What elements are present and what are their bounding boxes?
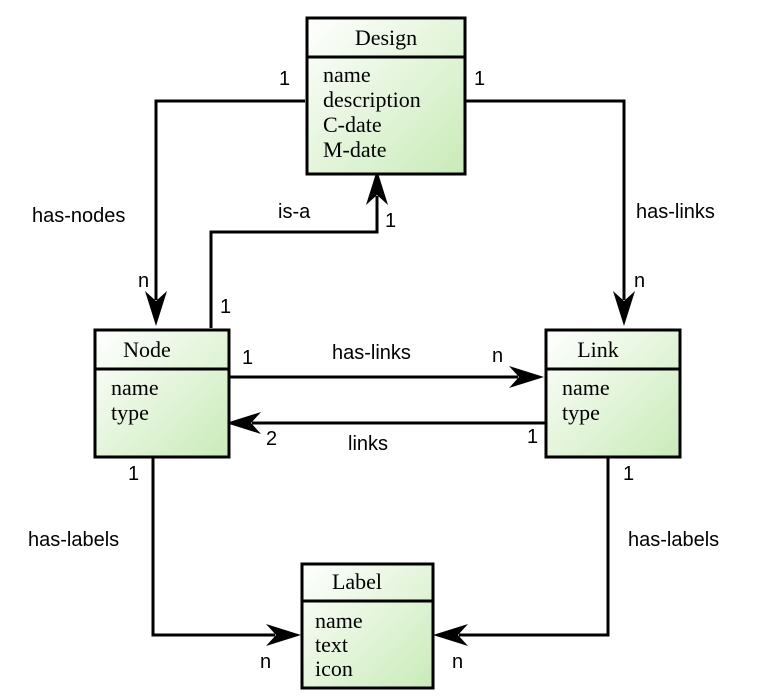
cardinality-links-to: 2 [266, 428, 277, 450]
relation-label-design-has-links: has-links [636, 201, 715, 223]
connector-design-has-nodes [154, 99, 305, 300]
entity-node-attr: name [111, 375, 159, 400]
cardinality-design-has-links-to: n [634, 270, 645, 292]
entity-link-attr: name [562, 375, 610, 400]
entity-link-title: Link [577, 337, 619, 362]
relation-label-node-has-links: has-links [332, 342, 411, 364]
arrowhead-design-has-links [613, 291, 635, 326]
arrowhead-link-links [226, 412, 261, 434]
arrowhead-design-has-nodes [145, 291, 167, 326]
cardinality-has-nodes-from: 1 [279, 68, 290, 90]
cardinality-node-has-labels-from: 1 [128, 463, 139, 485]
entity-node-title: Node [123, 337, 171, 362]
relation-label-link-has-labels: has-labels [628, 529, 719, 551]
cardinality-design-has-links-from: 1 [474, 68, 485, 90]
arrowhead-node-has-links [509, 366, 544, 388]
relation-label-is-a: is-a [278, 201, 311, 223]
entity-design-attr: name [323, 62, 371, 87]
connector-design-has-links [465, 99, 626, 300]
connector-link-has-labels [459, 458, 610, 637]
connector-node-has-labels [151, 458, 275, 637]
entity-design-attr: description [323, 87, 421, 112]
entity-design: Design name description C-date M-date [305, 16, 467, 176]
cardinality-node-has-labels-to: n [260, 651, 271, 673]
cardinality-node-has-links-to: n [492, 345, 503, 367]
entity-label-attr: text [315, 632, 348, 657]
entity-design-title: Design [355, 25, 417, 50]
entity-design-attr: M-date [323, 137, 387, 162]
arrowhead-node-is-a [366, 170, 388, 205]
connector-node-is-a [209, 196, 379, 328]
relation-label-has-nodes: has-nodes [32, 205, 125, 227]
entity-link: Link name type [544, 328, 682, 459]
entity-label-attr: icon [315, 656, 353, 681]
entity-label-attr: name [315, 608, 363, 633]
relation-label-links: links [348, 433, 388, 455]
cardinality-node-has-links-from: 1 [242, 347, 253, 369]
cardinality-link-has-labels-to: n [452, 651, 463, 673]
cardinality-links-from: 1 [527, 426, 538, 448]
entity-link-attr: type [562, 400, 600, 425]
cardinality-link-has-labels-from: 1 [623, 463, 634, 485]
entity-label: Label name text icon [300, 562, 435, 690]
arrowhead-node-has-labels [266, 624, 301, 646]
entity-node: Node name type [93, 328, 231, 459]
cardinality-is-a-to: 1 [385, 210, 396, 232]
relation-label-node-has-labels: has-labels [28, 529, 119, 551]
entity-node-attr: type [111, 400, 149, 425]
arrowhead-link-has-labels [433, 624, 468, 646]
cardinality-has-nodes-to: n [138, 270, 149, 292]
entity-design-attr: C-date [323, 112, 382, 137]
entity-label-title: Label [332, 569, 382, 594]
cardinality-is-a-from: 1 [220, 296, 231, 318]
